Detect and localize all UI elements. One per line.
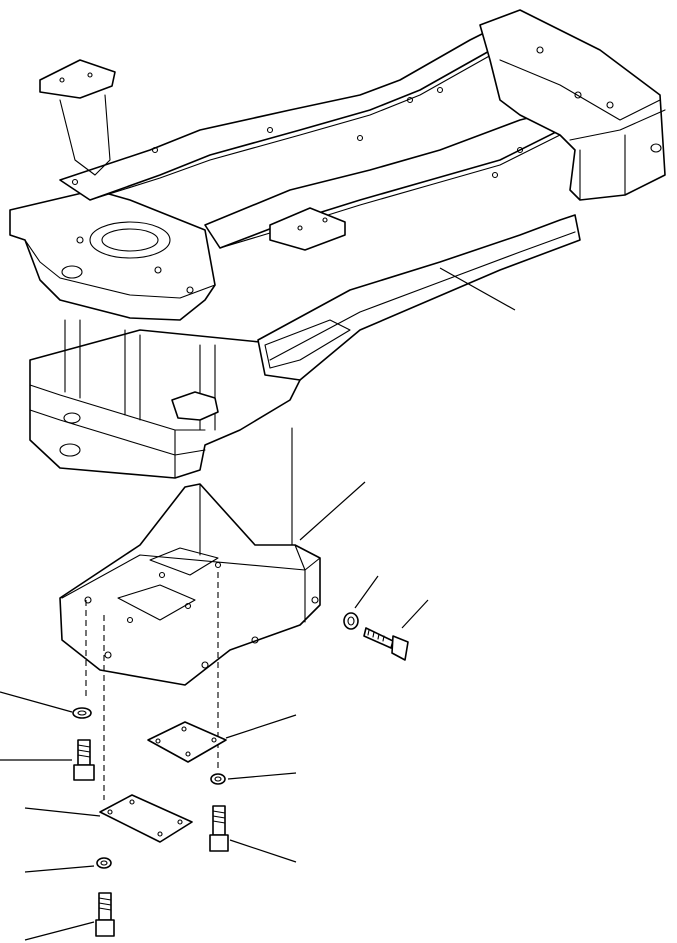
leader-frame [439, 267, 516, 311]
washer-2 [96, 857, 112, 869]
washer-3 [210, 773, 226, 785]
bolt-1 [73, 739, 95, 781]
leader-washer-3 [227, 772, 297, 780]
leader-side-bolt [401, 599, 429, 629]
leader-side-washer [354, 575, 379, 609]
bolt-2 [95, 892, 115, 937]
cover-plate-1 [99, 794, 193, 843]
leader-washer-1 [0, 691, 73, 713]
washer-1 [72, 707, 92, 719]
leader-bolt-3 [229, 839, 297, 863]
bolt-3 [209, 805, 229, 852]
side-washer [343, 612, 359, 630]
main-frame [9, 9, 666, 479]
access-cover [147, 721, 227, 763]
under-cover [59, 483, 321, 686]
side-bolt [363, 627, 409, 661]
leader-access-cover [225, 714, 297, 739]
leader-bolt-2 [24, 921, 95, 941]
leader-washer-2 [24, 865, 95, 873]
leader-cover-plate-1 [24, 807, 101, 817]
leader-under-cover [299, 481, 366, 541]
